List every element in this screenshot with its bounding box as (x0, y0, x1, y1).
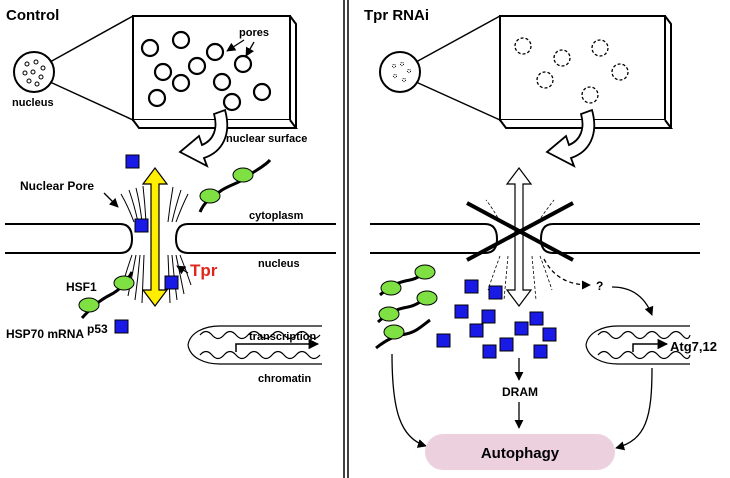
p53-label: p53 (87, 322, 108, 336)
nuclear-surface-box-rnai (499, 15, 673, 129)
nuclear-surface-box (132, 15, 298, 129)
zoom-wedge (49, 15, 134, 121)
nuclear-surface-label: nuclear surface (226, 133, 307, 145)
disrupted-pores (514, 37, 629, 104)
hsp70-mrna-retained (375, 264, 438, 350)
autophagy-pill (425, 434, 615, 470)
pores-label: pores (239, 27, 269, 39)
transcription-label: transcription (249, 331, 317, 343)
chromatin-right (585, 325, 691, 365)
nucleus-icon-rnai (379, 51, 421, 93)
nucleus-compartment-label: nucleus (258, 258, 300, 270)
pores-pointer-1 (226, 39, 245, 52)
p53-squares-left (114, 154, 179, 334)
block-cross (466, 201, 574, 262)
p53-squares-right (436, 279, 557, 359)
question-mark: ? (596, 279, 603, 293)
dram-label: DRAM (502, 385, 538, 399)
pores-pointer-2 (245, 41, 255, 57)
nuclear-membrane-right (370, 223, 700, 254)
atg-label: Atg7,12 (670, 339, 717, 354)
question-arrow (611, 286, 654, 316)
pore-filaments (120, 185, 192, 304)
mrna-to-autophagy-arrow (391, 353, 427, 448)
tpr-pointer (176, 265, 189, 275)
zoom-arrow (178, 108, 229, 168)
control-title: Control (6, 7, 59, 24)
hsp70-mrna-nucleus (78, 271, 135, 320)
tpr-label: Tpr (190, 261, 218, 280)
dashed-arrow (543, 258, 591, 290)
autophagy-label: Autophagy (481, 445, 560, 462)
zoom-wedge-rnai (415, 15, 501, 121)
hsf1-label: HSF1 (66, 280, 97, 294)
hsp70-mrna-cytoplasm (198, 158, 272, 213)
transcription-arrow (235, 338, 320, 352)
blocked-transport-arrow (505, 167, 533, 307)
chromatin-left (187, 325, 322, 365)
chromatin-label: chromatin (258, 373, 311, 385)
pores-group (140, 30, 272, 112)
zoom-arrow-rnai (545, 108, 596, 168)
hsp70-mrna-label: HSP70 mRNA (6, 327, 84, 341)
nuclear-membrane-left (5, 223, 336, 254)
nucleus-label: nucleus (12, 97, 54, 109)
panel-divider (343, 0, 349, 478)
atg-to-autophagy-arrow (615, 367, 653, 451)
nuclear-pore-label: Nuclear Pore (20, 179, 94, 193)
tpr-rnai-title: Tpr RNAi (364, 7, 429, 24)
cytoplasm-label: cytoplasm (249, 210, 304, 222)
transport-double-arrow (141, 167, 169, 307)
nuclear-pore-pointer (103, 192, 119, 208)
atg-transcription-arrow (632, 338, 669, 352)
nucleus-icon (13, 51, 55, 93)
